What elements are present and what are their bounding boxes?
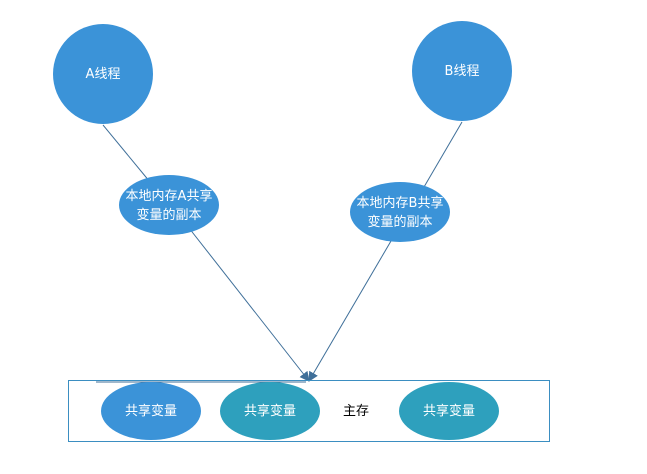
local-copy-b-line2: 变量的副本 xyxy=(367,214,432,230)
main-memory-label: 主存 xyxy=(343,404,369,419)
thread-b-label: B线程 xyxy=(445,64,480,79)
local-copy-a-line2: 变量的副本 xyxy=(136,207,201,223)
shared-variable-1-label: 共享变量 xyxy=(125,403,177,419)
connector-thread-a-to-copy-a xyxy=(102,124,151,183)
main-memory-box xyxy=(68,380,550,442)
thread-b-node: B线程 xyxy=(412,21,512,121)
local-copy-b-line1: 本地内存B共享 xyxy=(357,195,444,211)
shared-variable-3-label: 共享变量 xyxy=(423,403,475,419)
local-copy-b-node: 本地内存B共享 变量的副本 xyxy=(350,182,450,242)
local-copy-a-line1: 本地内存A共享 xyxy=(126,188,213,204)
thread-a-node: A线程 xyxy=(53,24,153,124)
shared-variable-2: 共享变量 xyxy=(220,382,320,440)
connector-thread-b-to-copy-b xyxy=(423,121,463,188)
shared-variable-2-label: 共享变量 xyxy=(244,403,296,419)
arrow-copy-a-to-main-memory xyxy=(188,227,310,382)
thread-a-label: A线程 xyxy=(86,67,121,82)
shared-variable-1: 共享变量 xyxy=(101,382,201,440)
arrow-copy-b-to-main-memory xyxy=(308,240,392,382)
shared-variable-3: 共享变量 xyxy=(399,382,499,440)
local-copy-a-node: 本地内存A共享 变量的副本 xyxy=(119,175,219,235)
